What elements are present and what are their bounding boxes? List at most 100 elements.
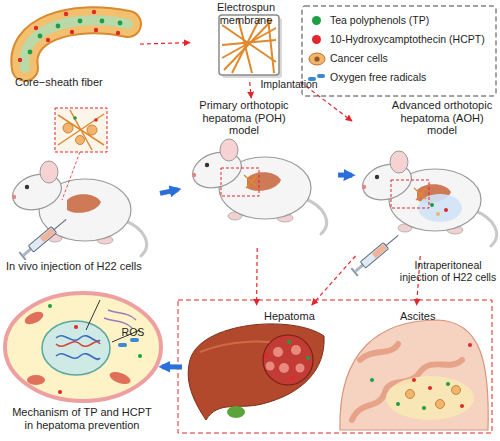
legend-frame xyxy=(302,6,496,96)
bottom-panel-part xyxy=(412,378,416,382)
dashed-connector xyxy=(312,256,356,305)
mouse-figures-part xyxy=(358,151,497,246)
bottom-panel-part xyxy=(428,386,432,390)
mouse-figures-part xyxy=(8,161,147,256)
legend-text: Tea polyphenols (TP) xyxy=(330,14,429,27)
core-sheath-fiber-part xyxy=(94,28,98,32)
flow-arrow xyxy=(160,190,178,194)
injection-note: Intraperitoneal injection of H22 cells xyxy=(398,259,498,283)
legend-text: Oxygen free radicals xyxy=(330,71,426,84)
mouse-figures-part-part xyxy=(416,188,426,200)
bottom-panel-part xyxy=(287,340,291,344)
bottom-panel-part xyxy=(340,320,488,430)
membrane-inset-part xyxy=(76,136,85,145)
core-sheath-fiber-part xyxy=(92,10,96,14)
legend-text: Cancer cells xyxy=(330,52,388,65)
dashed-connector xyxy=(140,43,190,45)
membrane-inset-part xyxy=(55,108,107,152)
legend-swatch xyxy=(312,35,321,44)
fiber-illustration: Core−sheath fiber xyxy=(5,0,140,92)
legend-icon xyxy=(307,50,327,68)
bottom-panel-part xyxy=(446,382,450,386)
core-sheath-fiber-part xyxy=(100,19,105,24)
bottom-panel xyxy=(178,300,492,433)
cell-panel: Mechanism of TP and HCPT in hepatoma pre… xyxy=(2,292,162,440)
membrane-icon-part-part xyxy=(222,25,276,62)
bottom-panel-part xyxy=(360,344,398,360)
legend-icon-part xyxy=(309,53,325,65)
dashed-connector xyxy=(256,248,258,305)
cell-mechanism-part xyxy=(130,338,139,342)
cell-mechanism-part xyxy=(138,354,142,358)
syringes-part xyxy=(19,216,70,261)
legend-row: Tea polyphenols (TP) xyxy=(306,12,492,30)
mouse-figures-part xyxy=(436,212,440,216)
bottom-panel-part xyxy=(296,364,305,373)
legend-frame-part xyxy=(302,6,496,96)
cell-mechanism-part xyxy=(118,343,127,347)
bottom-panel-part xyxy=(386,376,474,420)
mouse-model: Advanced orthotopic hepatoma (AOH) model xyxy=(352,98,500,256)
core-sheath-fiber-part xyxy=(18,58,22,62)
core-sheath-fiber-part xyxy=(46,38,50,42)
membrane-icon-part-part xyxy=(268,18,274,73)
node-label: Advanced orthotopic hepatoma (AOH) model xyxy=(386,99,498,137)
core-sheath-fiber-part xyxy=(118,21,123,26)
node-label: Ascites xyxy=(400,310,480,323)
bottom-panel-part xyxy=(468,343,472,347)
cell-mechanism-part xyxy=(5,293,161,401)
flow-arrow xyxy=(162,364,182,369)
mouse-figures-part xyxy=(188,139,327,234)
cell-mechanism-part xyxy=(104,310,136,328)
bottom-panel-part xyxy=(436,400,445,409)
legend: Tea polyphenols (TP) 10-Hydroxycamptothec… xyxy=(306,12,494,92)
core-sheath-fiber-part xyxy=(70,30,74,34)
cell-mechanism-part xyxy=(58,390,62,394)
membrane-inset-part xyxy=(73,116,77,120)
ros-label: ROS xyxy=(118,326,148,338)
cell-mechanism-part xyxy=(56,354,100,360)
mouse-figures xyxy=(8,139,497,256)
mouse-figures-part xyxy=(430,203,434,207)
node-label: Electrospun membrane xyxy=(190,1,302,26)
membrane-box: Electrospun membrane xyxy=(190,0,302,82)
mouse-figures-part xyxy=(221,168,259,196)
mouse-figures-part xyxy=(244,175,426,200)
bottom-panel-part xyxy=(273,347,283,357)
bottom-panel-part xyxy=(370,378,374,382)
cell-mechanism-part xyxy=(23,309,45,327)
bottom-panel-part xyxy=(227,406,245,418)
core-sheath-fiber-part xyxy=(64,12,68,16)
membrane-inset-part xyxy=(58,110,104,150)
node-label: Hepatoma xyxy=(264,310,330,323)
cell-mechanism-part xyxy=(42,321,110,375)
cell-mechanism-part xyxy=(56,336,100,342)
bottom-panel-part xyxy=(422,406,426,410)
legend-row: 10-Hydroxycamptothecin (HCPT) xyxy=(306,31,492,49)
core-sheath-fiber-part xyxy=(28,50,33,55)
bottom-panel-part xyxy=(264,354,268,358)
bottom-panel-part xyxy=(178,300,492,433)
membrane-inset-part xyxy=(87,125,97,135)
mouse-figures-part-part xyxy=(414,188,426,199)
mouse-figures-part xyxy=(444,208,448,212)
mouse-model: In vivo injection of H22 cells xyxy=(0,140,160,280)
membrane-inset xyxy=(55,108,107,200)
cell-mechanism-part xyxy=(56,342,100,347)
node-label: Primary orthotopic hepatoma (POH) model xyxy=(186,99,302,137)
legend-icon-part xyxy=(317,74,325,78)
membrane-inset-part xyxy=(63,123,73,133)
cell-mechanism-part xyxy=(27,375,45,385)
node-label: In vivo injection of H22 cells xyxy=(6,260,160,273)
cell-mechanism-part xyxy=(48,304,52,308)
edge-label: Implantation xyxy=(260,78,317,90)
dashed-connector xyxy=(250,82,252,98)
core-sheath-fiber-part xyxy=(24,20,128,68)
core-sheath-fiber xyxy=(18,10,128,68)
legend-swatch xyxy=(312,16,321,25)
legend-row: Cancer cells xyxy=(306,50,492,68)
bottom-panel-part xyxy=(266,362,275,371)
core-sheath-fiber-part xyxy=(38,34,43,39)
membrane-inset-part xyxy=(62,152,80,200)
